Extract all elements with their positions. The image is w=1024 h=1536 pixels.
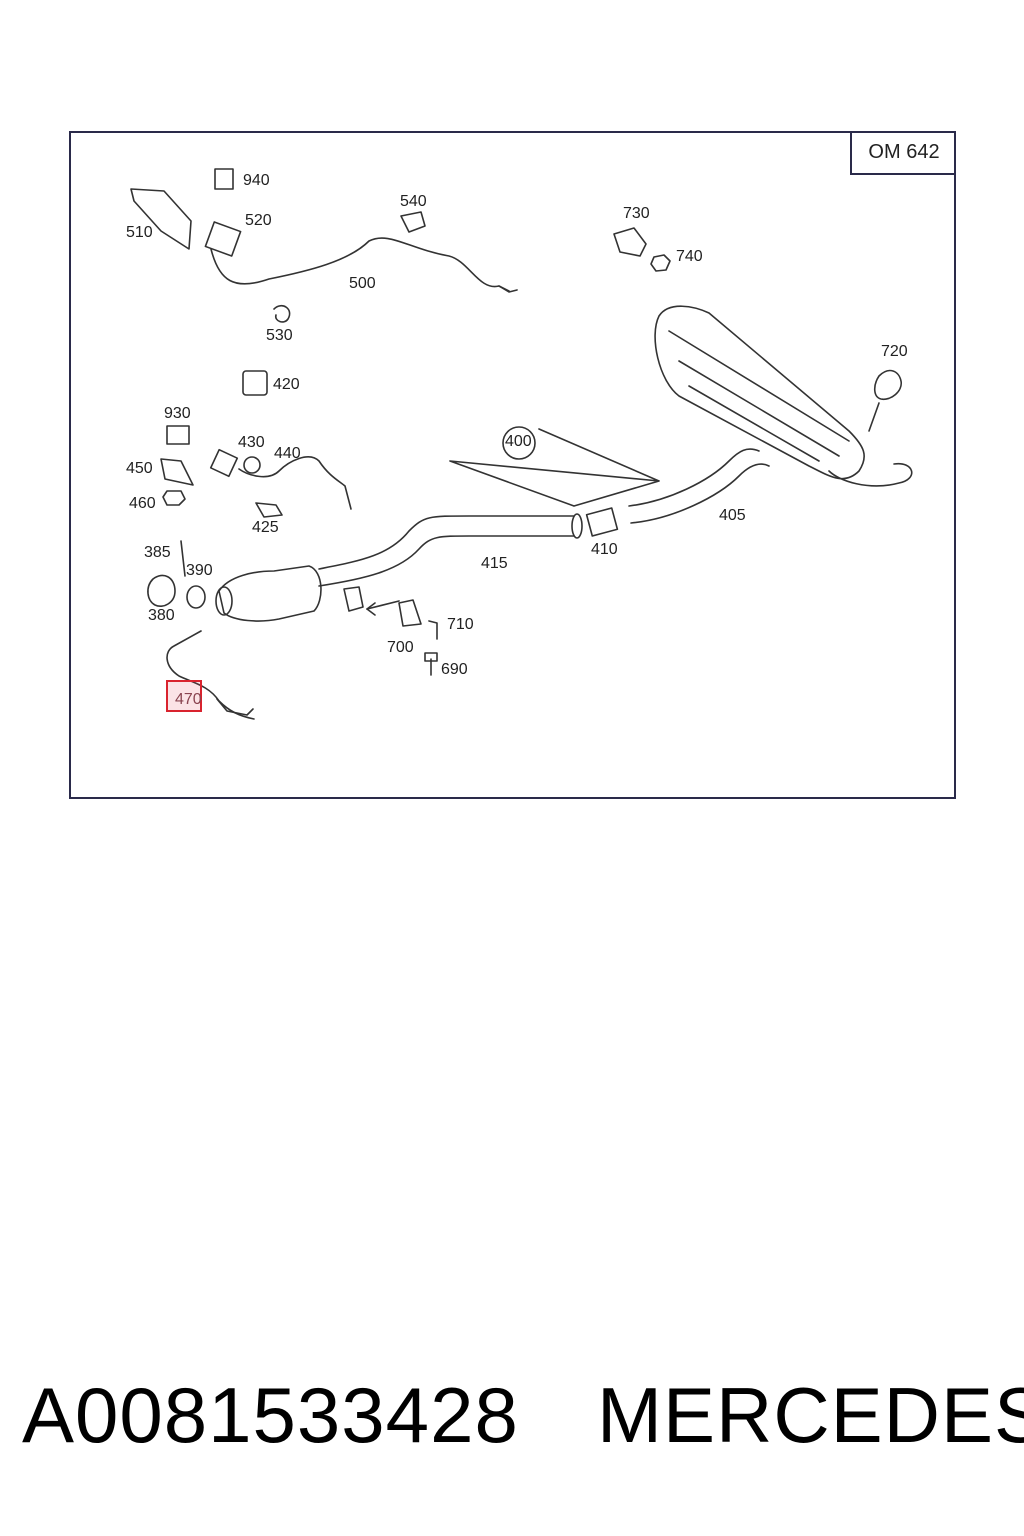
part-label-940: 940	[243, 172, 270, 189]
part-label-420: 420	[273, 376, 300, 393]
part-label-405: 405	[719, 507, 746, 524]
part-label-540: 540	[400, 193, 427, 210]
sensor-440-body	[209, 448, 239, 478]
part-label-470: 470	[175, 691, 202, 708]
hanger-700	[398, 599, 422, 627]
part-label-740: 740	[676, 248, 703, 265]
bracket-730	[613, 227, 647, 257]
callout-400-circle	[502, 426, 536, 460]
brand-name: MERCEDES	[597, 1371, 1024, 1459]
flange-380	[147, 574, 176, 607]
part-label-430: 430	[238, 434, 265, 451]
nut-740	[650, 254, 671, 272]
clip-425	[255, 502, 283, 518]
nut-460	[162, 490, 186, 506]
part-label-425: 425	[252, 519, 279, 536]
clip-420	[242, 370, 268, 396]
part-label-415: 415	[481, 555, 508, 572]
part-label-930: 930	[164, 405, 191, 422]
gasket-390	[186, 585, 206, 609]
part-label-530: 530	[266, 327, 293, 344]
footer-caption: A0081533428 MERCEDES	[0, 1370, 1024, 1470]
clip-530	[273, 304, 291, 323]
bolt-385	[180, 540, 186, 577]
part-label-510: 510	[126, 224, 153, 241]
catalytic-converter	[218, 565, 322, 622]
part-label-385: 385	[144, 544, 171, 561]
bracket-450	[160, 458, 194, 486]
part-label-450: 450	[126, 460, 153, 477]
part-label-710: 710	[447, 616, 474, 633]
part-label-520: 520	[245, 212, 272, 229]
part-label-460: 460	[129, 495, 156, 512]
part-label-730: 730	[623, 205, 650, 222]
sensor-cable-500	[210, 237, 510, 292]
module-940	[204, 221, 242, 257]
muffler	[654, 305, 865, 480]
part-label-390: 390	[186, 562, 213, 579]
highlighted-part-box	[166, 680, 202, 712]
clip-540	[400, 211, 426, 233]
part-label-400: 400	[505, 433, 532, 450]
module-930	[166, 425, 190, 445]
part-label-690: 690	[441, 661, 468, 678]
engine-code-badge: OM 642	[850, 131, 956, 175]
part-label-500: 500	[349, 275, 376, 292]
sleeve-410	[585, 507, 619, 537]
part-label-440: 440	[274, 445, 301, 462]
part-label-700: 700	[387, 639, 414, 656]
part-label-410: 410	[591, 541, 618, 558]
clamp-700	[343, 586, 364, 612]
diagram-frame	[69, 131, 956, 799]
part-number: A0081533428	[22, 1371, 519, 1459]
part-label-380: 380	[148, 607, 175, 624]
hanger-720	[873, 369, 902, 401]
grommet-430	[243, 456, 261, 474]
part-label-720: 720	[881, 343, 908, 360]
sensor-cable-440	[238, 456, 352, 510]
pipe-415	[318, 515, 575, 570]
screw-710	[428, 620, 438, 640]
pipe-405	[628, 448, 760, 507]
exhaust-system-drawing	[130, 168, 913, 720]
bracket-510	[130, 188, 192, 250]
